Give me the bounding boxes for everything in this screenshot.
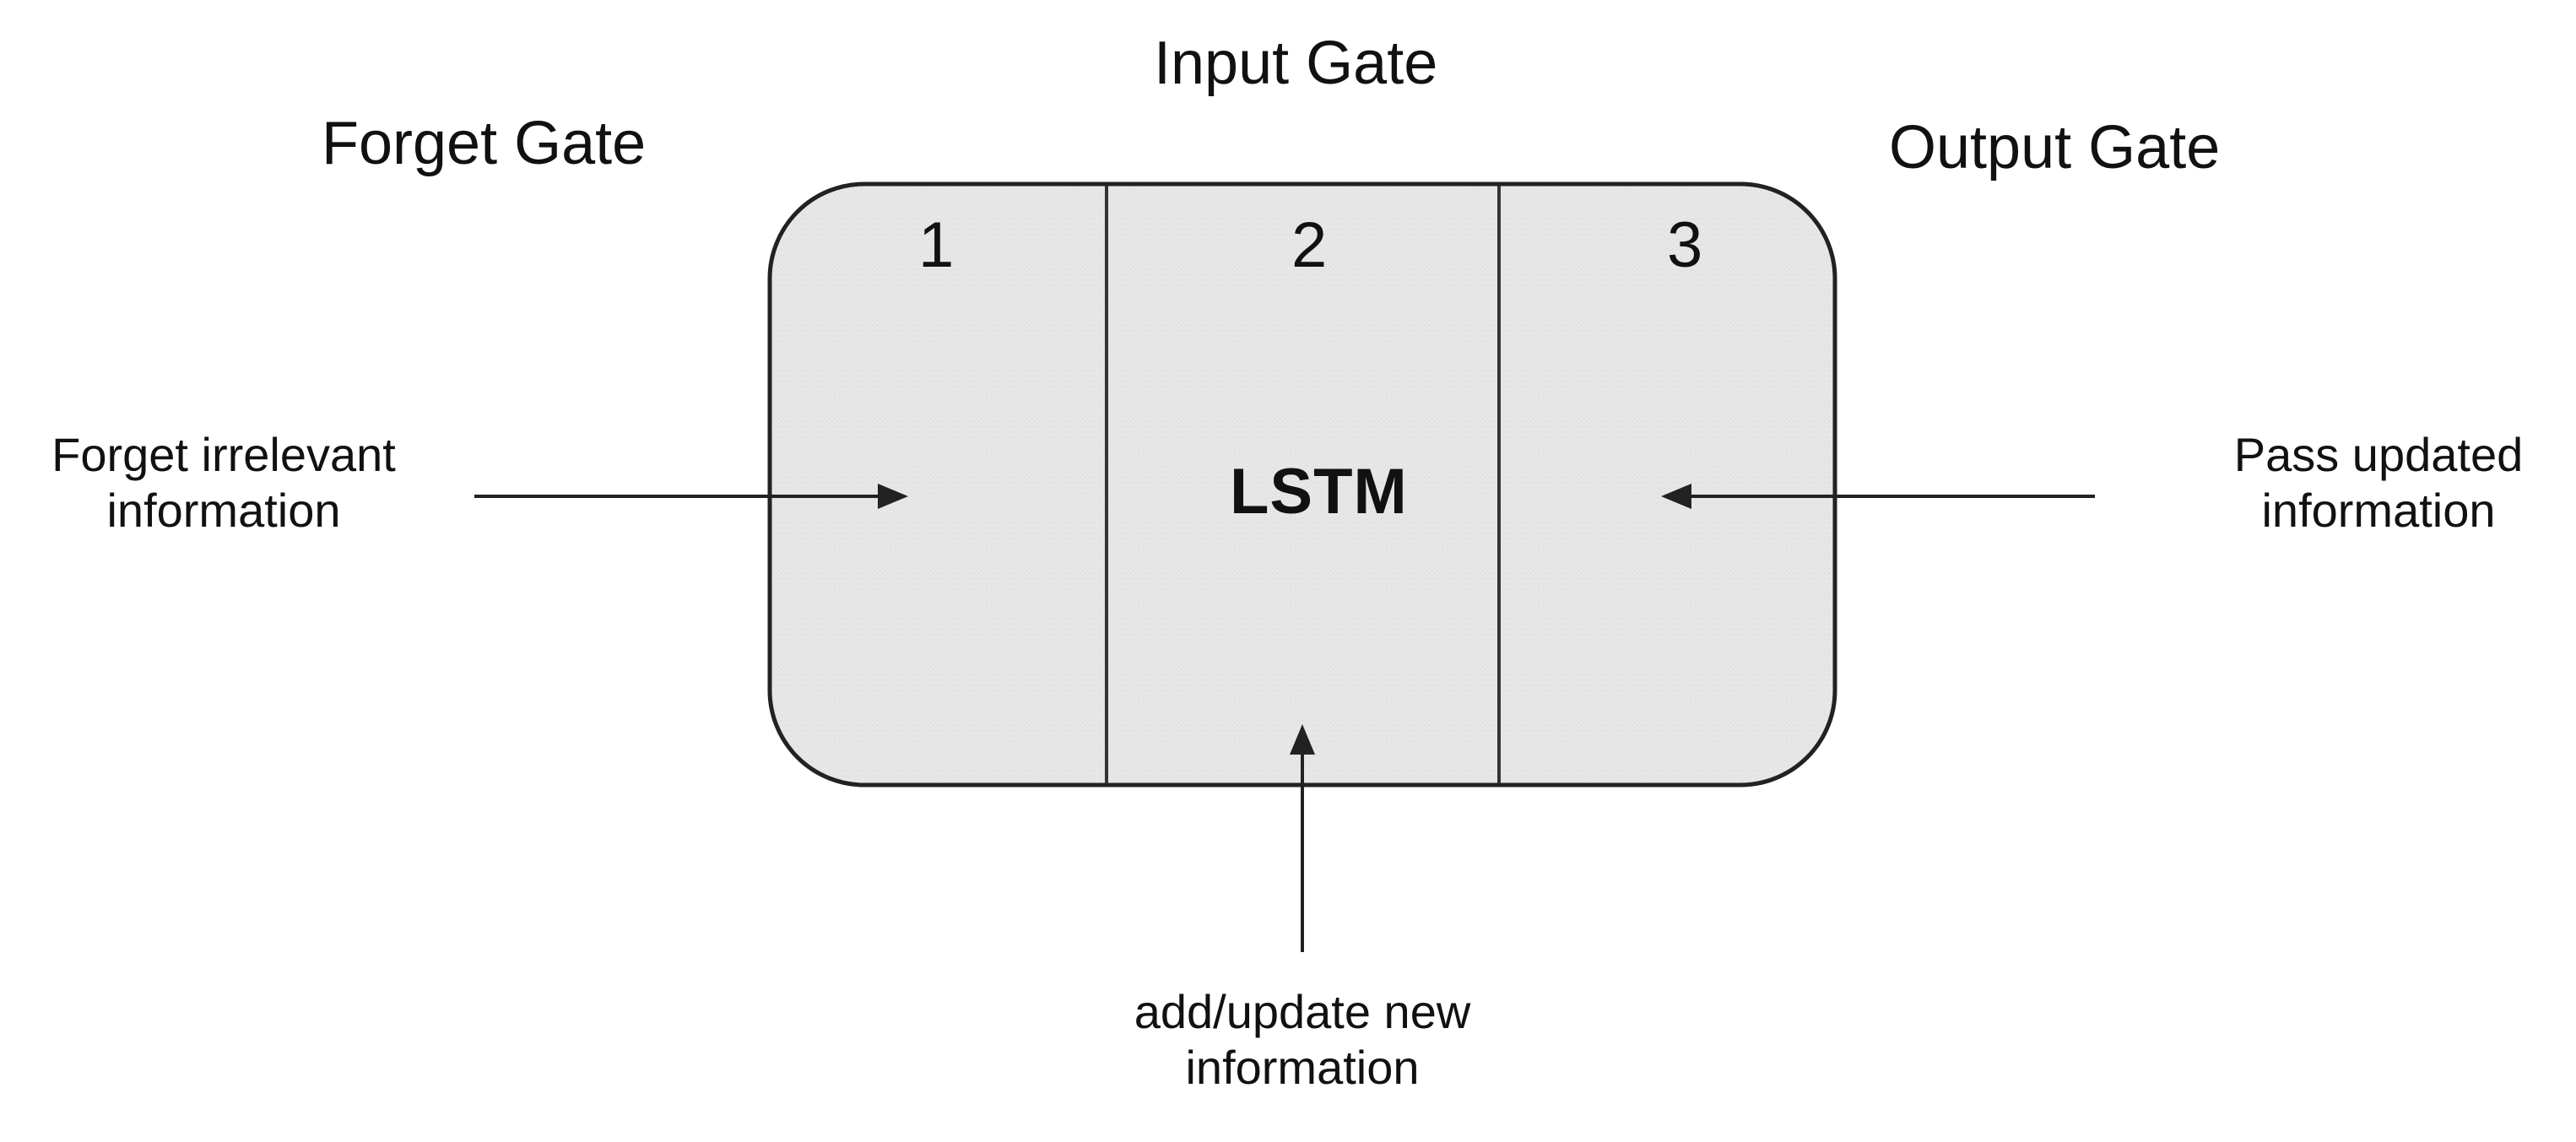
input-annotation-line2: information — [1185, 1041, 1420, 1095]
output-annotation-line2: information — [2261, 484, 2496, 538]
input-gate-title: Input Gate — [1154, 30, 1438, 97]
output-annotation-line1: Pass updated — [2233, 428, 2524, 481]
output-gate-title: Output Gate — [1889, 114, 2221, 181]
arrow-forget-head — [878, 484, 908, 509]
input-gate-number: 2 — [1291, 209, 1328, 281]
lstm-label: LSTM — [1230, 456, 1408, 528]
forget-annotation: Forget irrelevant information — [17, 427, 430, 539]
output-annotation: Pass updated information — [2193, 427, 2564, 539]
forget-annotation-line2: information — [106, 484, 341, 538]
input-annotation: add/update new information — [1070, 984, 1534, 1096]
arrow-input-head — [1290, 724, 1315, 755]
forget-gate-number: 1 — [918, 209, 955, 281]
output-gate-number: 3 — [1667, 209, 1703, 281]
arrow-output-head — [1661, 484, 1691, 509]
forget-annotation-line1: Forget irrelevant — [51, 428, 396, 481]
forget-gate-title: Forget Gate — [322, 110, 647, 177]
input-annotation-line1: add/update new — [1134, 985, 1471, 1038]
